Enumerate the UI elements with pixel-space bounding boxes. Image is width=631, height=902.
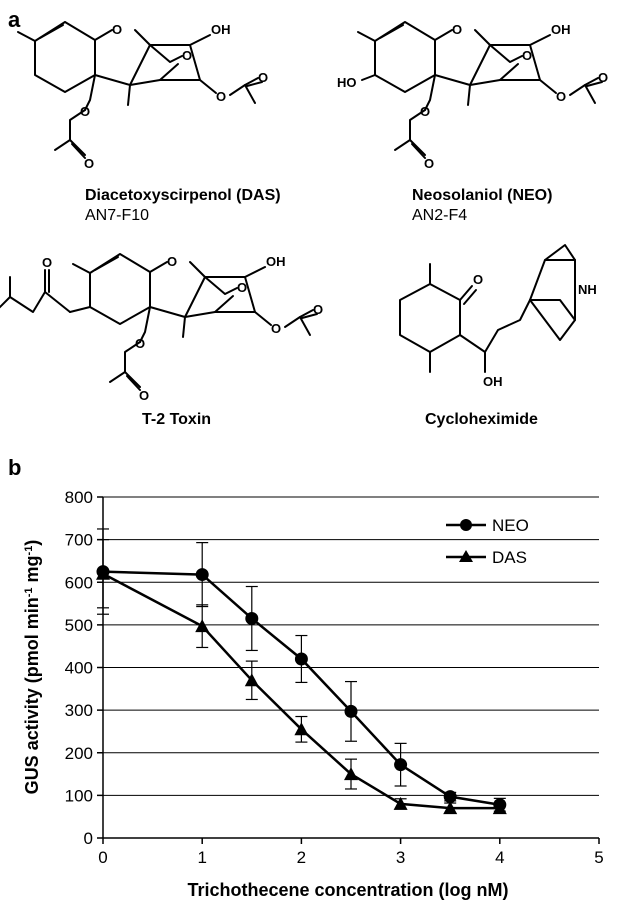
legend-label-das: DAS [492,548,527,567]
panel-a-label: a [8,7,21,32]
series-das [96,539,507,815]
x-tick-label: 5 [594,848,603,867]
svg-text:O: O [216,89,226,104]
x-tick-label: 0 [98,848,107,867]
legend-item-neo: NEO [446,516,529,535]
svg-text:O: O [258,70,268,85]
y-tick-label: 700 [65,531,93,550]
svg-text:O: O [167,254,177,269]
structure-neo: O O OH O O O O HO [337,21,608,171]
y-tick-label: 200 [65,744,93,763]
x-tick-label: 3 [396,848,405,867]
y-axis-title: GUS activity (pmol min-1 mg-1) [22,540,42,795]
panel-b-label: b [8,455,21,480]
point-das [294,722,309,736]
compound-name-t2: T-2 Toxin [142,411,211,428]
svg-text:O: O [84,156,94,171]
legend: NEO DAS [446,516,529,567]
point-neo [394,758,408,772]
svg-text:O: O [112,22,122,37]
x-axis-title: Trichothecene concentration (log nM) [187,880,508,900]
svg-text:O: O [42,255,52,270]
gridlines [103,496,599,796]
x-tick-label: 1 [197,848,206,867]
compound-name-das: Diacetoxyscirpenol (DAS) [85,187,281,204]
svg-text:OH: OH [211,22,231,37]
svg-text:O: O [598,70,608,85]
svg-text:O: O [452,22,462,37]
compound-code-das: AN7-F10 [85,207,149,224]
structure-t2-toxin: O O OH O O O O O [0,253,323,403]
svg-text:OH: OH [266,254,286,269]
series-neo [96,528,507,812]
svg-text:OH: OH [551,22,571,37]
structure-das: O O OH O O O O [17,21,268,171]
point-neo [294,652,308,666]
y-ticks: 0 100 200 300 400 500 600 700 800 [65,488,103,848]
y-tick-label: 300 [65,701,93,720]
series-line-neo [102,570,501,806]
svg-text:O: O [80,104,90,119]
circle-marker-icon [460,519,472,531]
svg-text:HO: HO [337,75,357,90]
point-das [443,801,458,815]
svg-text:O: O [420,104,430,119]
triangle-marker-icon [459,550,473,562]
structure-cycloheximide: O OH NH [399,244,597,389]
y-tick-label: 0 [84,829,93,848]
point-neo [443,790,457,804]
svg-text:OH: OH [483,374,503,389]
y-tick-label: 100 [65,786,93,805]
series-line-das [102,572,500,810]
compound-code-neo: AN2-F4 [412,207,467,224]
point-das [393,796,408,810]
svg-text:O: O [424,156,434,171]
x-tick-label: 4 [495,848,504,867]
compound-name-neo: Neosolaniol (NEO) [412,187,552,204]
point-neo [245,611,259,625]
x-tick-label: 2 [297,848,306,867]
svg-text:O: O [135,336,145,351]
svg-text:O: O [182,48,192,63]
plot-area: 0 100 200 300 400 500 600 700 800 0 1 2 3 4 5 [65,488,604,867]
point-neo [344,704,358,718]
point-das [195,619,210,633]
legend-item-das: DAS [446,548,527,567]
svg-text:O: O [237,280,247,295]
x-ticks: 0 1 2 3 4 5 [98,838,604,867]
point-das [244,673,259,687]
point-das [344,767,358,781]
y-tick-label: 800 [65,488,93,507]
compound-name-cycloheximide: Cycloheximide [425,411,538,428]
point-neo [195,568,209,582]
y-tick-label: 400 [65,659,93,678]
svg-text:O: O [556,89,566,104]
y-tick-label: 600 [65,573,93,592]
legend-label-neo: NEO [492,516,529,535]
y-tick-label: 500 [65,616,93,635]
svg-text:O: O [473,272,483,287]
svg-text:O: O [313,302,323,317]
series [96,528,507,815]
point-das [492,801,507,815]
point-das [96,566,110,580]
svg-text:O: O [522,48,532,63]
svg-text:NH: NH [578,282,597,297]
svg-text:O: O [271,321,281,336]
svg-text:O: O [139,388,149,403]
